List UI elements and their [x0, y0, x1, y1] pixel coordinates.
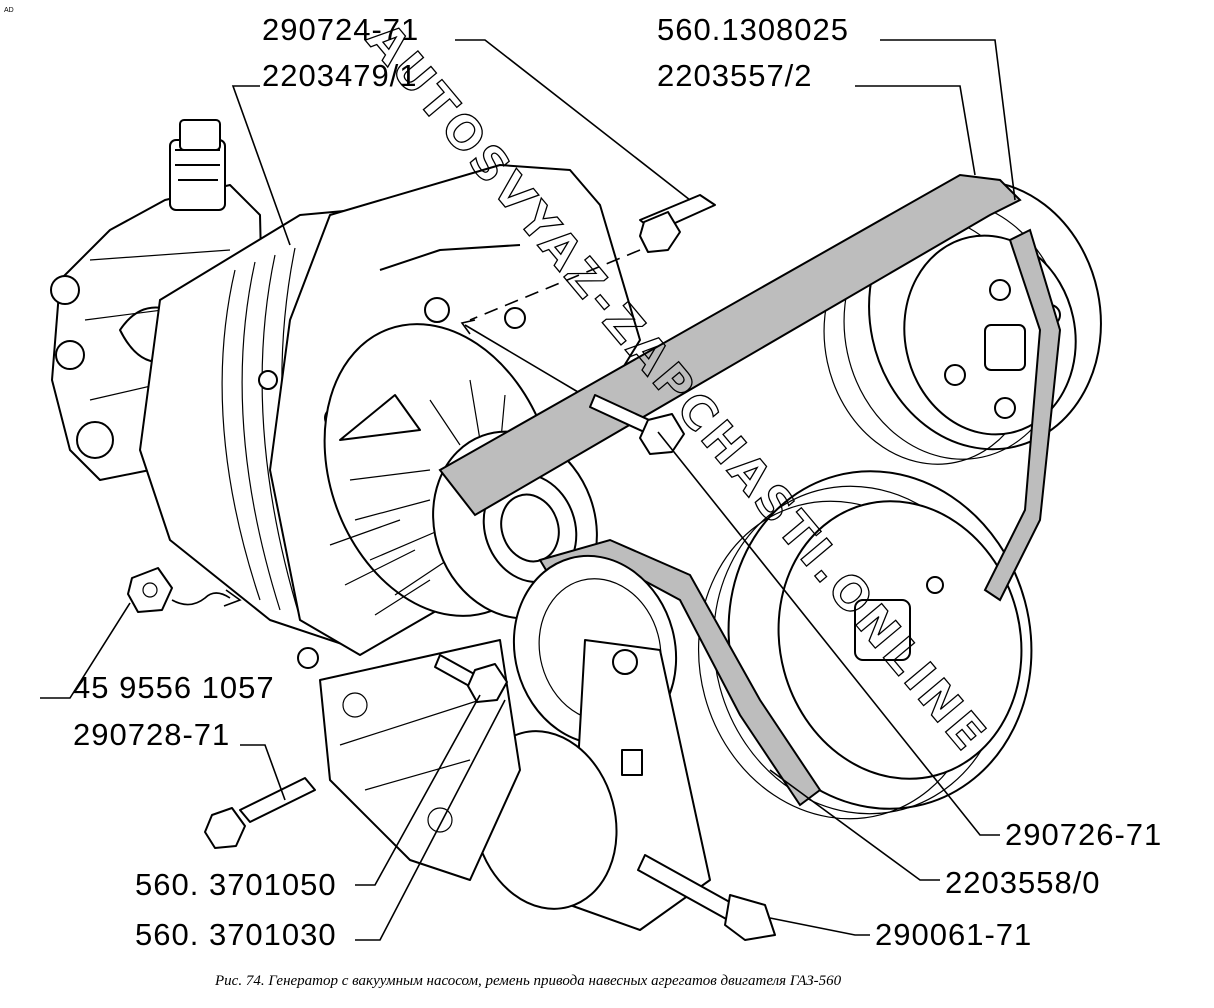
callout-2203479-1: 2203479/1: [262, 58, 418, 93]
callout-290061-71: 290061-71: [875, 917, 1032, 952]
callout-290728-71: 290728-71: [73, 717, 230, 752]
arrowhead-2-icon: [460, 319, 476, 335]
arrowhead-icon: [223, 589, 242, 607]
callout-290726-71: 290726-71: [1005, 817, 1162, 852]
figure-caption: Рис. 74. Генератор с вакуумным насосом, …: [214, 973, 842, 989]
callout-2203558-0: 2203558/0: [945, 865, 1101, 900]
assembly-arrow-2-icon: [464, 324, 579, 393]
callout-560-3701050: 560. 3701050: [135, 867, 337, 902]
bolt-3701050-icon: [434, 654, 508, 703]
bolt-290724-icon: [639, 194, 716, 253]
bolts-and-nuts: [127, 194, 776, 941]
nut-459556-icon: [127, 567, 173, 613]
bolt-290726-icon: [589, 394, 685, 455]
bolt-290728-icon: [204, 777, 316, 849]
callout-560-1308025: 560.1308025: [657, 12, 849, 47]
water-pump-pulley: [697, 470, 1033, 820]
leader-lines: [40, 39, 1016, 941]
corner-mark: AD: [4, 7, 14, 14]
belt-tensioner: [472, 554, 711, 931]
callout-560-3701030: 560. 3701030: [135, 917, 337, 952]
callout-290724-71: 290724-71: [262, 12, 419, 47]
callout-2203557-2: 2203557/2: [657, 58, 813, 93]
assembly-path-icon: [469, 249, 641, 321]
assembly-arrow-icon: [171, 592, 231, 606]
mounting-bracket: [319, 639, 521, 881]
callout-45-9556-1057: 45 9556 1057: [73, 670, 275, 705]
bolt-290061-icon: [637, 854, 776, 941]
